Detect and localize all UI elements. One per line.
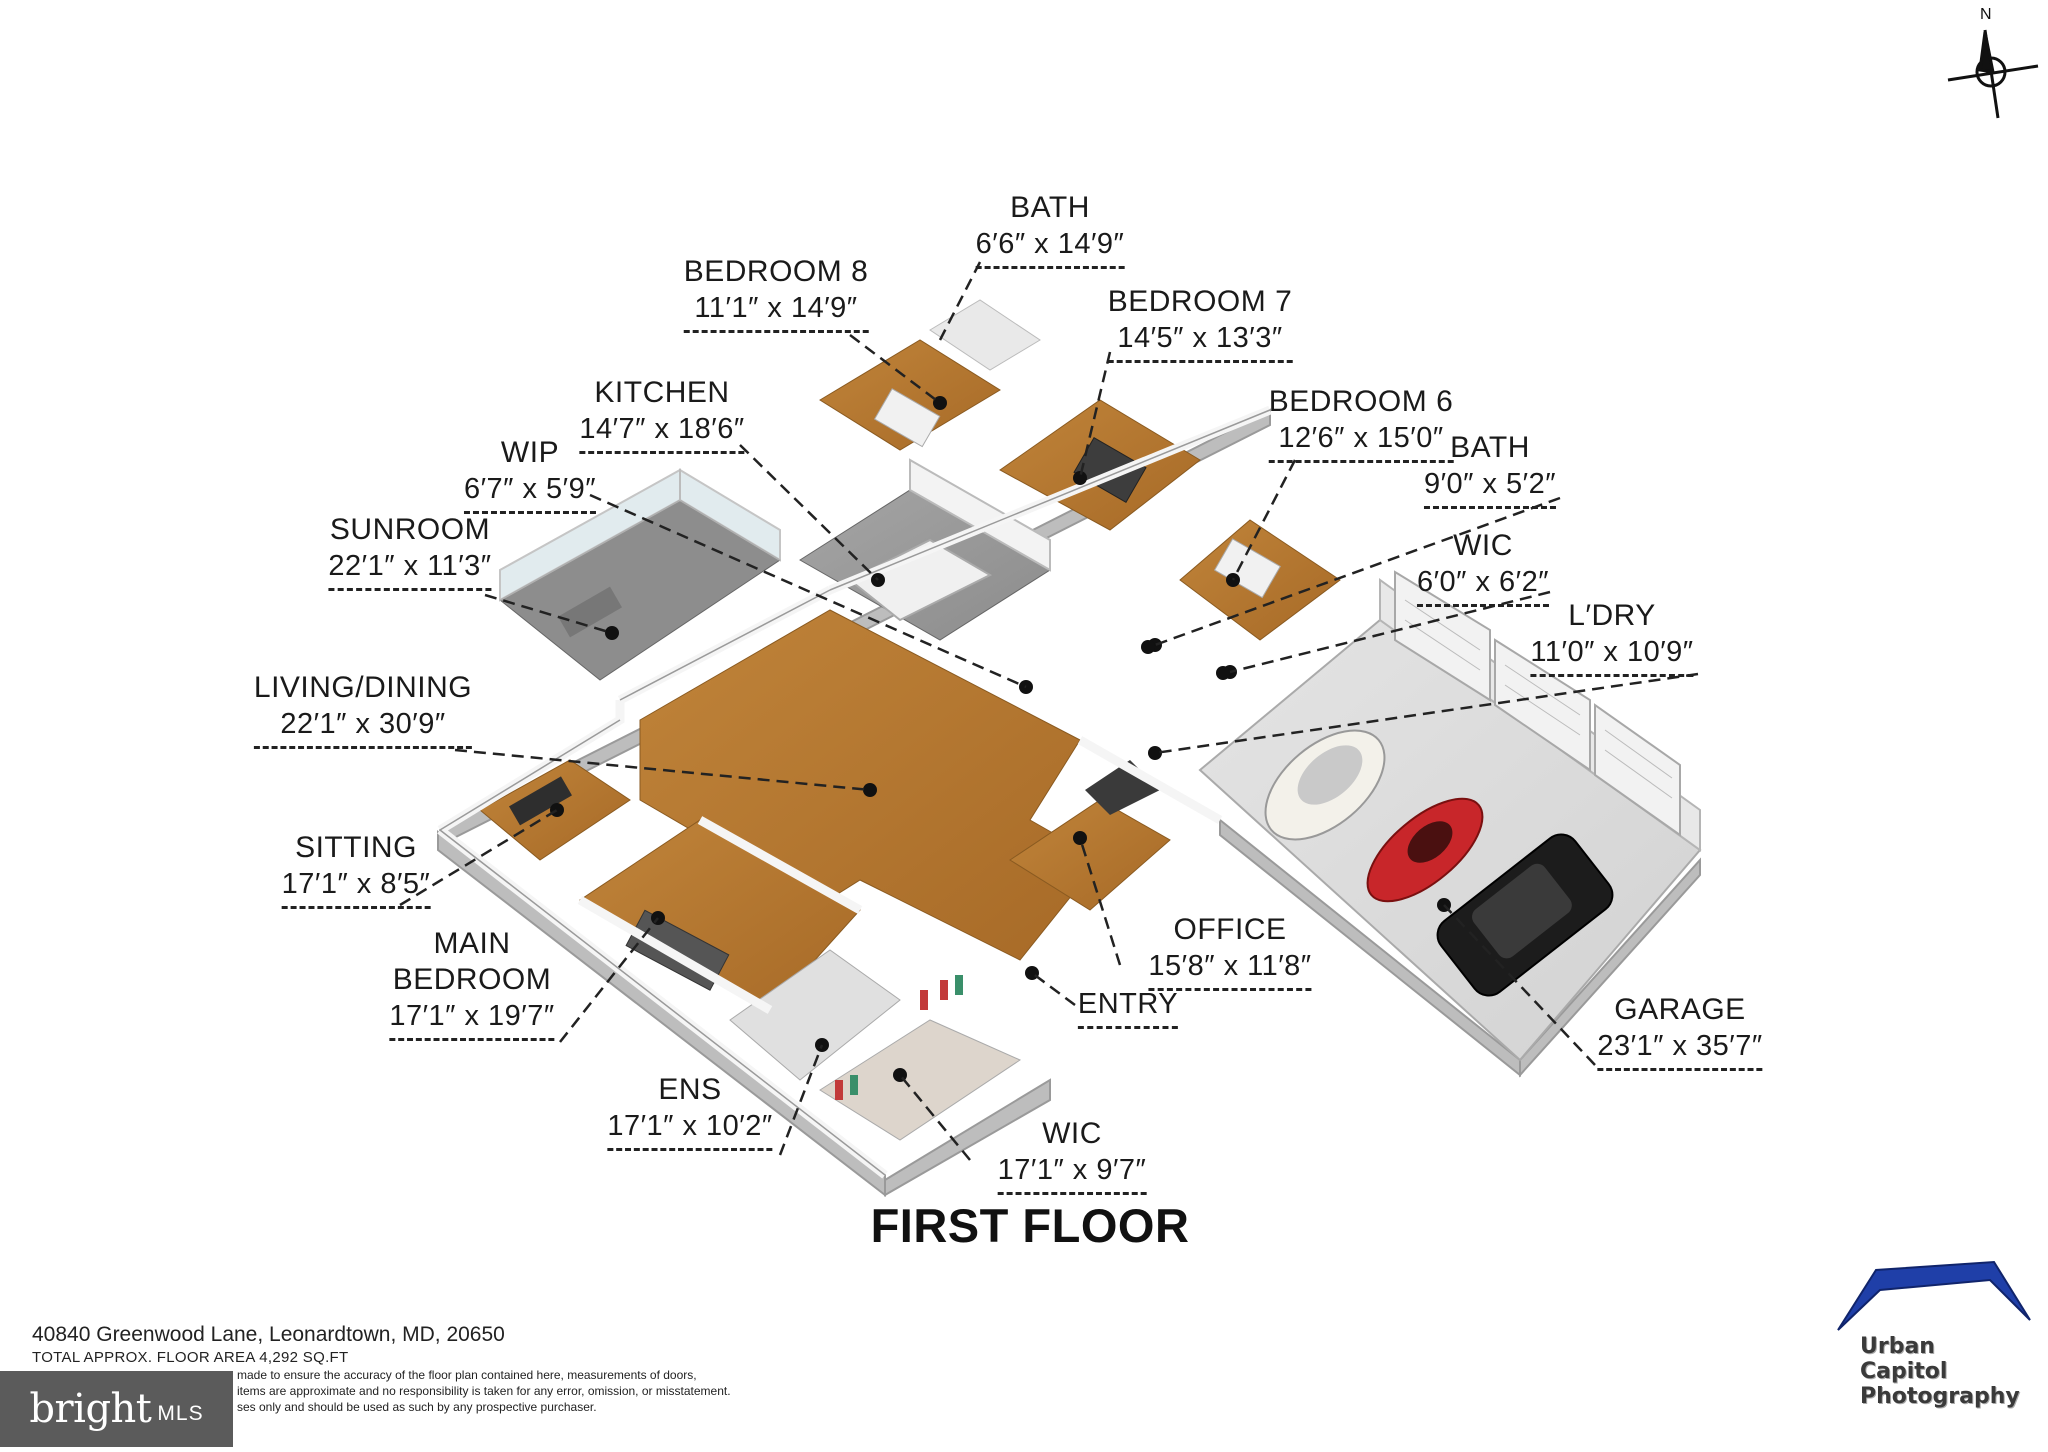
disclaimer-text: made to ensure the accuracy of the floor… <box>32 1367 1037 1415</box>
room-label-living-dining: LIVING/DINING 22′1″ x 30′9″ <box>253 670 473 749</box>
room-dims: 11′0″ x 10′9″ <box>1530 634 1694 677</box>
room-name: SUNROOM <box>329 513 491 546</box>
room-label-bath-top: BATH 6′6″ x 14′9″ <box>975 190 1125 269</box>
room-label-office: OFFICE 15′8″ x 11′8″ <box>1148 912 1312 991</box>
room-name: SITTING <box>295 831 417 864</box>
disclaimer-line: made to ensure the accuracy of the floor… <box>237 1368 697 1382</box>
room-name: MAIN <box>433 927 511 960</box>
mls-logo-word: MLS <box>157 1402 204 1425</box>
compass-icon <box>1947 29 2039 119</box>
room-label-bedroom-7: BEDROOM 7 14′5″ x 13′3″ <box>1107 284 1293 363</box>
total-floor-area: TOTAL APPROX. FLOOR AREA 4,292 SQ.FT <box>32 1349 349 1366</box>
room-label-bedroom-6: BEDROOM 6 12′6″ x 15′0″ <box>1268 384 1454 463</box>
compass-north-label: N <box>1980 6 1992 23</box>
car-red-icon <box>1366 797 1484 903</box>
room-label-main-bedroom: MAIN BEDROOM 17′1″ x 19′7″ <box>389 926 555 1041</box>
room-name: BATH <box>1450 431 1530 464</box>
brand-line: Photography <box>1860 1384 2020 1409</box>
floor-title: FIRST FLOOR <box>870 1199 1190 1252</box>
room-name: ENTRY <box>1077 986 1179 1029</box>
room-dims: 12′6″ x 15′0″ <box>1268 420 1454 463</box>
room-label-wic-right: WIC 6′0″ x 6′2″ <box>1416 528 1550 607</box>
footer-info: 40840 Greenwood Lane, Leonardtown, MD, 2… <box>32 1322 832 1415</box>
room-name: OFFICE <box>1173 913 1287 946</box>
disclaimer-line: items are approximate and no responsibil… <box>237 1384 731 1398</box>
ensuite-area <box>729 949 1022 1141</box>
room-name: L′DRY <box>1568 599 1656 632</box>
room-dims: 22′1″ x 11′3″ <box>328 548 492 591</box>
room-name: LIVING/DINING <box>253 671 473 704</box>
room-dims: 17′1″ x 10′2″ <box>607 1108 773 1151</box>
brand-line: Urban <box>1860 1334 1935 1359</box>
room-dims: 22′1″ x 30′9″ <box>253 706 473 749</box>
room-dims: 6′0″ x 6′2″ <box>1416 564 1550 607</box>
car-white-icon <box>1264 729 1386 841</box>
room-dims: 17′1″ x 9′7″ <box>997 1152 1147 1195</box>
room-label-ens: ENS 17′1″ x 10′2″ <box>607 1072 773 1151</box>
leader-lines <box>399 261 1699 1161</box>
brand-logo-text: Urban Capitol Photography <box>1860 1334 2020 1409</box>
garage-area <box>1198 570 1702 1062</box>
car-black-icon <box>1436 833 1614 997</box>
room-name: WIP <box>500 436 560 469</box>
brand-roof-icon <box>1837 1260 2031 1331</box>
room-dims: 6′6″ x 14′9″ <box>975 226 1125 269</box>
room-label-sunroom: SUNROOM 22′1″ x 11′3″ <box>328 512 492 591</box>
room-dims: 23′1″ x 35′7″ <box>1597 1028 1763 1071</box>
room-dims: 9′0″ x 5′2″ <box>1423 466 1557 509</box>
room-name: WIC <box>1453 529 1513 562</box>
room-name: BEDROOM 7 <box>1107 285 1293 318</box>
room-name: WIC <box>1042 1117 1102 1150</box>
room-dims: 17′1″ x 19′7″ <box>389 998 555 1041</box>
room-label-kitchen: KITCHEN 14′7″ x 18′6″ <box>579 375 745 454</box>
room-label-sitting: SITTING 17′1″ x 8′5″ <box>281 830 431 909</box>
room-name: BEDROOM 8 <box>683 255 869 288</box>
room-label-laundry: L′DRY 11′0″ x 10′9″ <box>1530 598 1694 677</box>
kitchen-area <box>799 458 1051 641</box>
room-label-wic-bottom: WIC 17′1″ x 9′7″ <box>997 1116 1147 1195</box>
room-label-garage: GARAGE 23′1″ x 35′7″ <box>1597 992 1763 1071</box>
room-dims: 14′7″ x 18′6″ <box>579 411 745 454</box>
sunroom-area <box>499 468 781 681</box>
brand-line: Capitol <box>1860 1359 1948 1384</box>
room-dims: 11′1″ x 14′9″ <box>683 290 869 333</box>
room-label-bedroom-8: BEDROOM 8 11′1″ x 14′9″ <box>683 254 869 333</box>
room-dims: 15′8″ x 11′8″ <box>1148 948 1312 991</box>
room-name: BATH <box>1010 191 1090 224</box>
property-address: 40840 Greenwood Lane, Leonardtown, MD, 2… <box>32 1323 505 1346</box>
room-label-wip: WIP 6′7″ x 5′9″ <box>463 435 597 514</box>
room-label-entry: ENTRY <box>1077 986 1179 1029</box>
bright-logo-word: bright <box>29 1386 152 1432</box>
room-dims: 6′7″ x 5′9″ <box>463 471 597 514</box>
room-name: ENS <box>658 1073 722 1106</box>
room-label-bath-right: BATH 9′0″ x 5′2″ <box>1423 430 1557 509</box>
room-name-line-2: BEDROOM <box>392 963 552 996</box>
bright-mls-logo: bright MLS <box>0 1371 233 1447</box>
room-name: BEDROOM 6 <box>1268 385 1454 418</box>
interior-walls-edge <box>439 409 1271 1176</box>
room-dims: 14′5″ x 13′3″ <box>1107 320 1293 363</box>
disclaimer-line: ses only and should be used as such by a… <box>237 1400 597 1414</box>
bedroom-wing <box>819 299 1341 641</box>
room-name: GARAGE <box>1614 993 1746 1026</box>
room-name: KITCHEN <box>594 376 730 409</box>
room-dims: 17′1″ x 8′5″ <box>281 866 431 909</box>
